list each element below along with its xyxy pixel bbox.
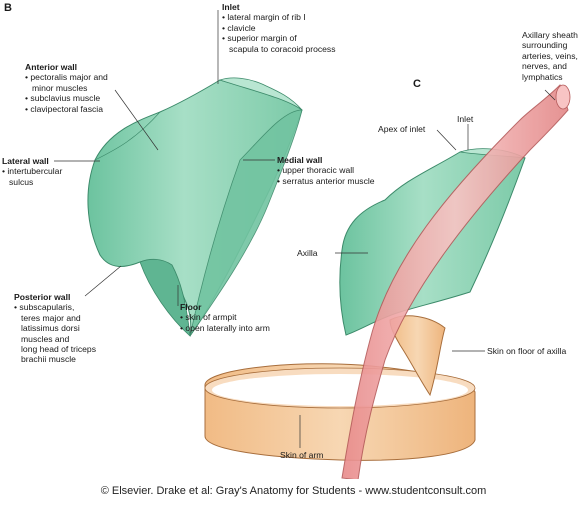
- floor-opening-shape: [139, 258, 191, 338]
- label-lateral-wall: Lateral wall • intertubercular sulcus: [2, 156, 62, 187]
- lateral-wall-edge: [94, 111, 161, 161]
- label-medial-wall: Medial wall • upper thoracic wall • serr…: [277, 155, 375, 186]
- label-axillary-sheath-line: nerves, and: [522, 61, 567, 72]
- label-anterior-wall-bullet: minor muscles: [32, 82, 88, 93]
- label-anterior-wall: Anterior wall • pectoralis major and min…: [25, 62, 108, 114]
- label-axilla: Axilla: [297, 248, 318, 258]
- label-inlet-c: Inlet: [457, 114, 474, 124]
- medial-wall-shape: [189, 109, 303, 337]
- label-anterior-wall-bullet: • pectoralis major and: [25, 72, 108, 83]
- label-skin-floor-of-axilla: Skin on floor of axilla: [487, 346, 567, 356]
- label-lateral-wall-bullet: sulcus: [9, 176, 34, 187]
- panel-c-leader-lines: [299, 89, 556, 448]
- label-axillary-sheath-line: surrounding: [522, 40, 568, 51]
- label-axillary-sheath-line: arteries, veins,: [522, 50, 578, 61]
- label-posterior-wall-bullet: teres major and: [21, 312, 81, 323]
- panel-b-axilla-shape: [87, 77, 303, 338]
- label-posterior-wall-bullet: brachii muscle: [21, 354, 76, 365]
- label-lateral-wall-bullet: • intertubercular: [2, 166, 63, 177]
- label-floor: Floor • skin of armpit • open laterally …: [180, 302, 270, 333]
- panel-label-c: C: [413, 78, 421, 90]
- copyright-footer: © Elsevier. Drake et al: Gray's Anatomy …: [100, 485, 487, 497]
- label-inlet-bullet: • lateral margin of rib I: [222, 12, 306, 23]
- label-medial-wall-bullet: • upper thoracic wall: [277, 165, 355, 176]
- label-posterior-wall-bullet: long head of triceps: [21, 344, 97, 355]
- label-floor-heading: Floor: [180, 302, 202, 312]
- label-axillary-sheath: Axillary sheath surrounding arteries, ve…: [522, 30, 578, 82]
- label-medial-wall-heading: Medial wall: [277, 155, 323, 165]
- label-floor-bullet: • skin of armpit: [180, 312, 237, 323]
- label-skin-of-arm: Skin of arm: [280, 450, 324, 460]
- footer-background: [0, 479, 587, 500]
- label-inlet-bullet: • superior margin of: [222, 33, 297, 44]
- label-posterior-wall-bullet: muscles and: [21, 333, 70, 344]
- label-anterior-wall-heading: Anterior wall: [25, 62, 78, 72]
- panel-label-b: B: [4, 2, 12, 14]
- label-apex-of-inlet: Apex of inlet: [378, 124, 426, 134]
- inlet-rim-shape: [218, 77, 303, 111]
- label-posterior-wall-bullet: latissimus dorsi: [21, 323, 80, 334]
- panel-b-leader-lines: [54, 10, 275, 306]
- label-anterior-wall-bullet: • clavipectoral fascia: [25, 103, 103, 114]
- label-inlet-b: Inlet • lateral margin of rib I • clavic…: [222, 2, 336, 54]
- label-posterior-wall: Posterior wall • subscapularis, teres ma…: [14, 292, 96, 365]
- anterior-wall-shape: [87, 79, 303, 337]
- label-inlet-bullet: scapula to coracoid process: [229, 43, 336, 54]
- label-lateral-wall-heading: Lateral wall: [2, 156, 49, 166]
- label-inlet-bullet: • clavicle: [222, 22, 256, 33]
- label-medial-wall-bullet: • serratus anterior muscle: [277, 175, 375, 186]
- skin-of-arm-band: [204, 363, 476, 461]
- label-anterior-wall-bullet: • subclavius muscle: [25, 93, 101, 104]
- label-axillary-sheath-line: Axillary sheath: [522, 30, 578, 40]
- label-axillary-sheath-line: lymphatics: [522, 71, 563, 82]
- skin-floor-of-axilla: [389, 315, 446, 397]
- label-floor-bullet: • open laterally into arm: [180, 322, 270, 333]
- label-inlet-heading: Inlet: [222, 2, 240, 12]
- label-posterior-wall-bullet: • subscapularis,: [14, 302, 75, 313]
- label-posterior-wall-heading: Posterior wall: [14, 292, 71, 302]
